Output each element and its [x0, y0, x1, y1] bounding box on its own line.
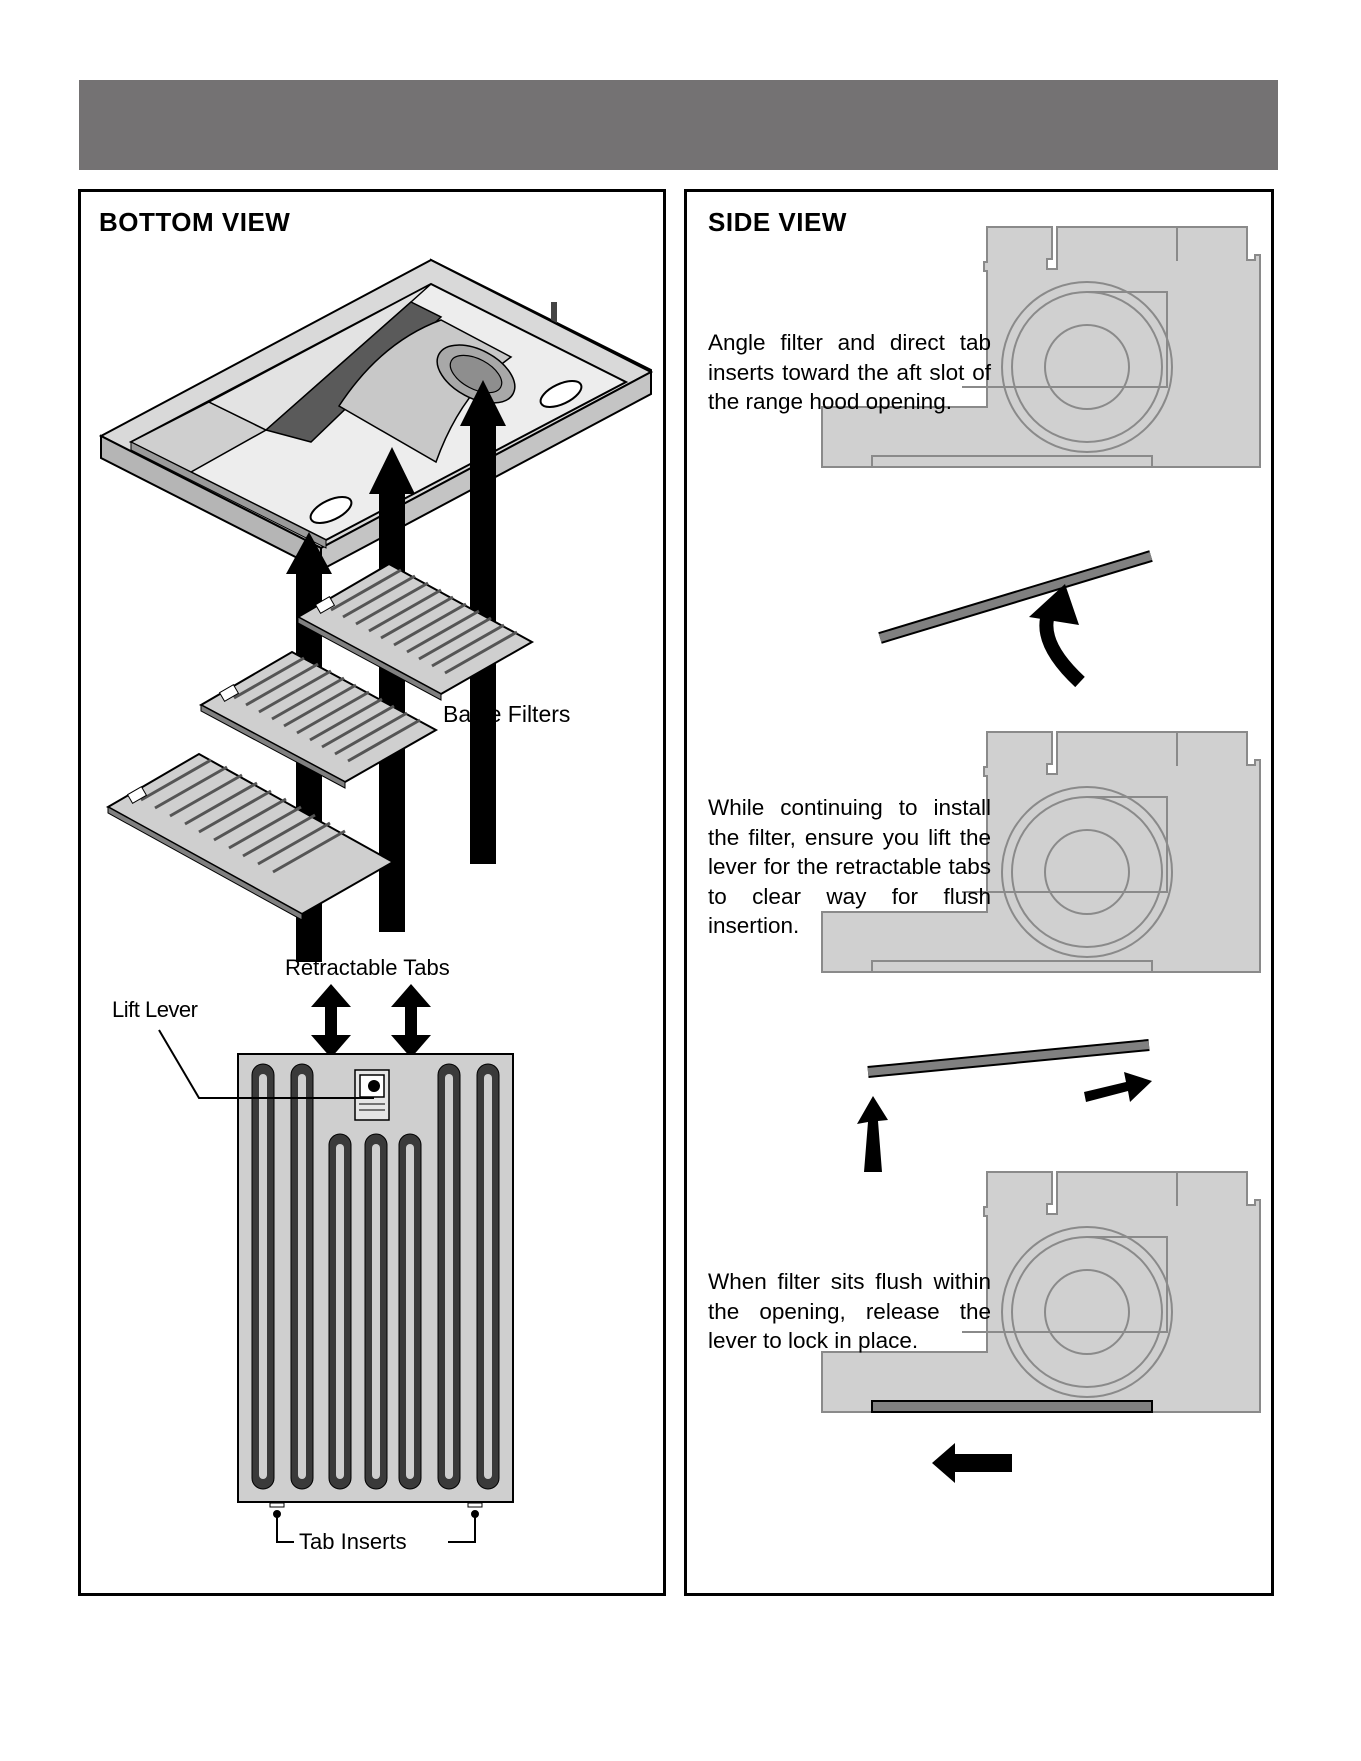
step-3-instruction: When filter sits flush within the openin…	[708, 1269, 991, 1354]
side-view-title: SIDE VIEW	[708, 207, 847, 237]
left-arrow-step-3	[932, 1443, 1012, 1483]
lift-lever-label: Lift Lever	[112, 997, 198, 1022]
curved-arrow-step-1	[1029, 584, 1085, 688]
tab-inserts-bracket	[273, 1510, 479, 1543]
side-view-illustration	[821, 226, 1261, 1483]
retractable-tabs-label: Retractable Tabs	[285, 955, 450, 980]
bottom-view-title: BOTTOM VIEW	[99, 207, 291, 237]
baffle-filter-middle	[198, 650, 439, 789]
retractable-tab-arrows	[311, 984, 431, 1058]
range-hood-illustration	[98, 258, 654, 572]
baffle-filter-front-view	[237, 1053, 514, 1508]
baffle-filter-top	[295, 562, 535, 701]
bottom-view-panel: BOTTOM VIEW	[78, 189, 666, 1596]
tab-inserts-label: Tab Inserts	[299, 1529, 407, 1554]
baffle-filter-bottom	[105, 752, 396, 921]
push-arrows-step-2	[857, 1072, 1152, 1172]
bottom-view-illustration	[98, 258, 654, 1543]
filter-bar-step-1	[878, 550, 1153, 644]
lift-lever-leader	[158, 1029, 374, 1099]
step-2-instruction: While continuing to install the filter, …	[708, 795, 991, 939]
baffle-filters-label: Baffle Filters	[443, 701, 571, 727]
side-view-panel: SIDE VIEW	[684, 189, 1274, 1596]
filter-bar-step-3	[871, 1400, 1153, 1413]
header-bar	[79, 80, 1278, 170]
filter-bar-step-2	[867, 1039, 1150, 1078]
step-1-instruction: Angle filter and direct tab inserts towa…	[708, 330, 991, 415]
